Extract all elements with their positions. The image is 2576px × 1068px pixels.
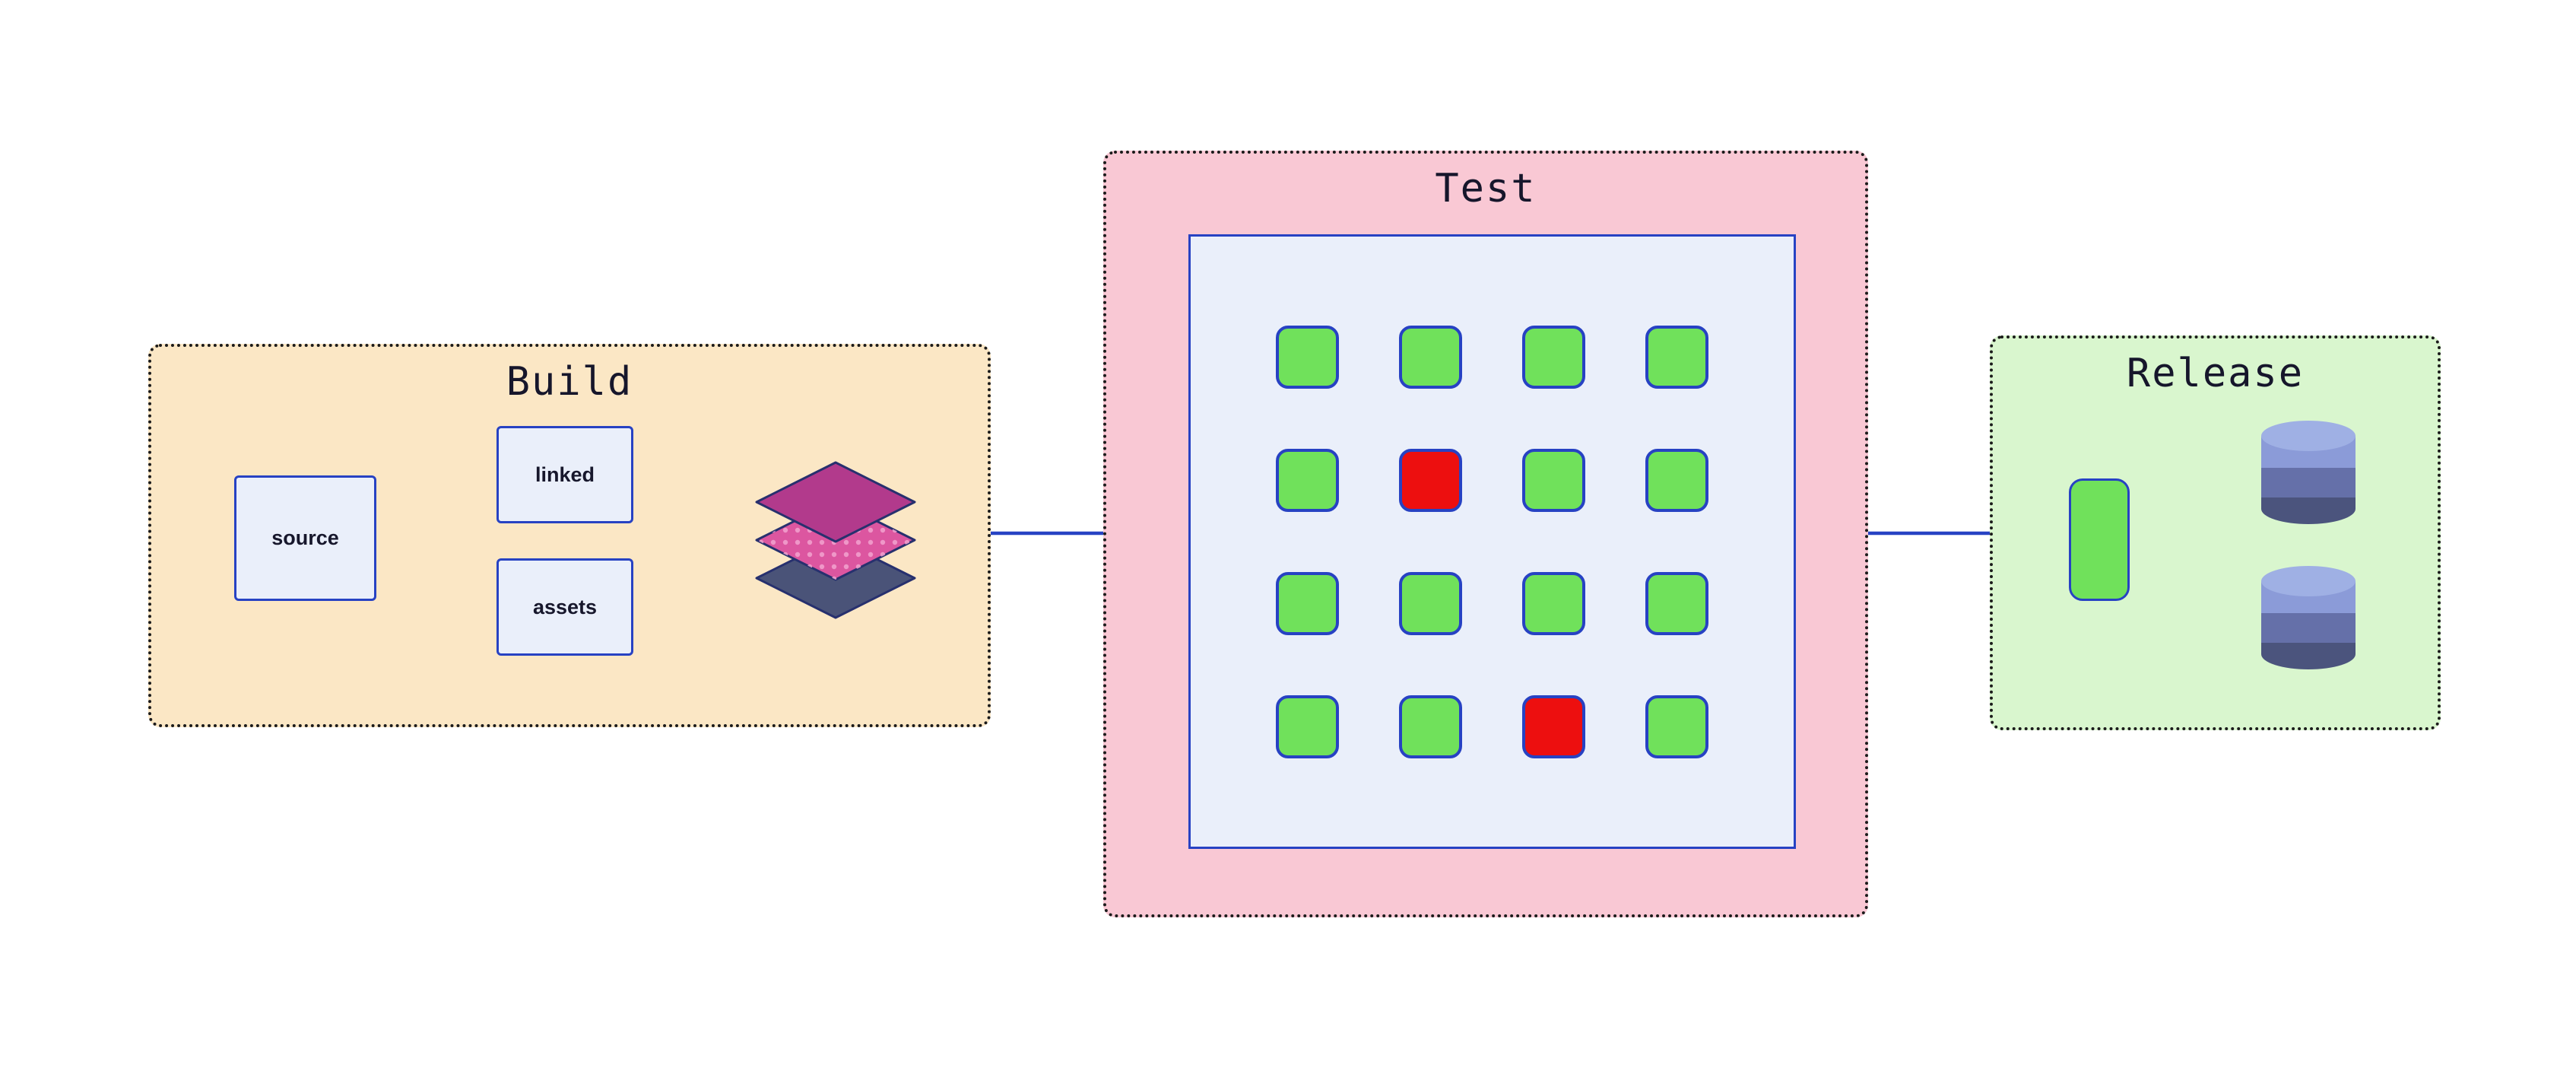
stage-title-build: Build [506,359,633,405]
test-cell-pass [1645,571,1708,635]
test-cell-pass [1645,695,1708,758]
test-cell-pass [1522,325,1585,389]
layer-top-shape [755,461,916,543]
test-cell-fail [1399,448,1462,512]
database-body [2261,436,2356,524]
database-top [2261,566,2356,596]
node-assets-label: assets [532,595,598,618]
layers-icon [755,461,916,619]
database-top [2261,421,2356,451]
test-cell-pass [1399,695,1462,758]
node-linked: linked [496,426,633,523]
test-cell-pass [1399,325,1462,389]
database-icon [2261,421,2356,524]
test-cell-pass [1276,448,1339,512]
stage-build: Build source linked assets [148,344,991,727]
test-grid [1276,325,1708,758]
database-icon [2261,566,2356,669]
test-cell-pass [1399,571,1462,635]
test-cell-pass [1276,571,1339,635]
test-cell-pass [1276,695,1339,758]
test-matrix [1188,234,1796,849]
stage-title-test: Test [1435,166,1537,211]
test-cell-pass [1645,325,1708,389]
artifact-icon [2069,478,2130,601]
node-assets: assets [496,558,633,656]
stage-release: Release [1990,335,2441,730]
test-cell-pass [1645,448,1708,512]
test-cell-pass [1276,325,1339,389]
test-cell-pass [1522,571,1585,635]
node-linked-label: linked [535,462,595,486]
test-cell-fail [1522,695,1585,758]
node-source: source [234,475,376,601]
test-cell-pass [1522,448,1585,512]
stage-title-release: Release [2126,351,2305,396]
node-source-label: source [271,526,339,549]
database-body [2261,581,2356,669]
stage-test: Test [1103,151,1868,917]
